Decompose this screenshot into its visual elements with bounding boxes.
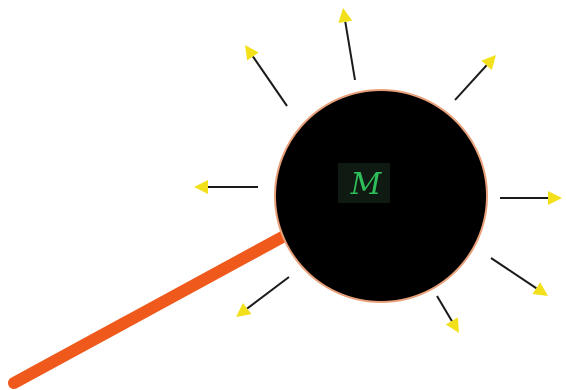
mass-label: M xyxy=(350,167,383,202)
